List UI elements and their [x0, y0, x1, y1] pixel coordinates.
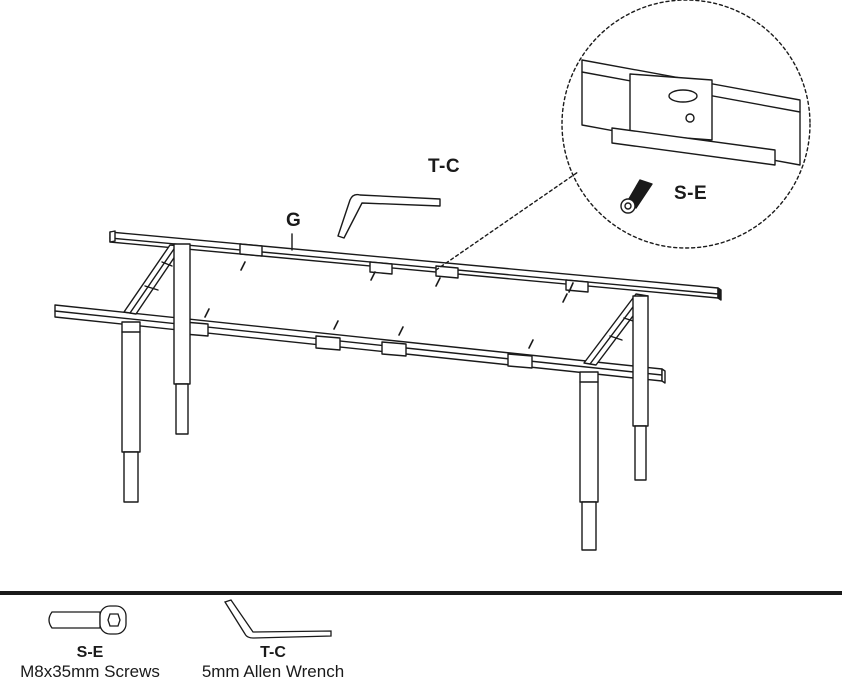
screw-icon: [48, 605, 127, 635]
bracket-screws: [204, 261, 574, 349]
back-brackets: [239, 243, 589, 293]
legend-description: 5mm Allen Wrench: [201, 662, 345, 681]
front-crossbar: [54, 304, 666, 384]
leg-back-right: [632, 295, 649, 481]
detail-screw: [620, 179, 653, 214]
desk-frame-illustration: [54, 0, 811, 551]
leg-back-left: [173, 243, 191, 435]
legend-code: T-C: [260, 644, 286, 661]
legend-item-screws: S-E M8x35mm Screws: [0, 598, 180, 682]
allen-wrench-drawing: [337, 193, 441, 239]
allen-wrench-callout: T-C: [428, 156, 461, 177]
allen-wrench-icon: [224, 599, 332, 639]
leg-front-left: [121, 321, 141, 503]
legend-divider: [0, 591, 842, 595]
leg-front-right: [579, 371, 599, 551]
frame-callout: G: [286, 210, 302, 231]
legend-description: M8x35mm Screws: [20, 662, 160, 681]
screw-callout: S-E: [674, 183, 708, 204]
legend-item-allen-wrench: T-C 5mm Allen Wrench: [188, 598, 358, 682]
legend-code: S-E: [76, 644, 104, 661]
detail-view: [581, 59, 801, 214]
back-crossbar: [109, 230, 722, 301]
